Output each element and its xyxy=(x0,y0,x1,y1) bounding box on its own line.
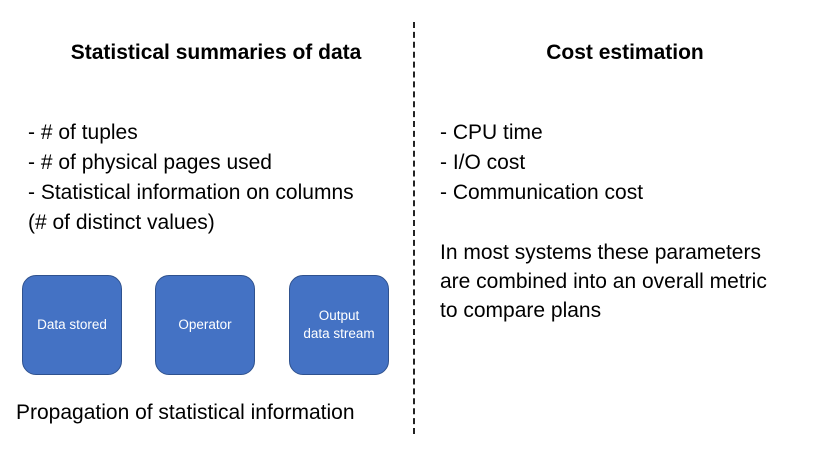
data-stored-box: Data stored xyxy=(22,275,122,375)
list-item: - # of tuples xyxy=(28,121,138,144)
paragraph-line: are combined into an overall metric xyxy=(440,270,767,293)
data-stored-label: Data stored xyxy=(37,317,107,332)
divider-line xyxy=(413,22,415,434)
output-data-stream-box: Output data stream xyxy=(289,275,389,375)
list-item: - CPU time xyxy=(440,121,543,144)
distinct-values-note: (# of distinct values) xyxy=(28,211,215,234)
operator-box: Operator xyxy=(155,275,255,375)
operator-label: Operator xyxy=(178,317,232,332)
output-data-stream-label: Output data stream xyxy=(303,307,374,343)
propagation-caption: Propagation of statistical information xyxy=(16,401,355,424)
cost-estimation-heading: Cost estimation xyxy=(546,41,704,64)
output-label-line2: data stream xyxy=(303,326,375,341)
paragraph-line: In most systems these parameters xyxy=(440,241,761,264)
list-item: - # of physical pages used xyxy=(28,151,272,174)
paragraph-line: to compare plans xyxy=(440,299,602,322)
statistical-summaries-list: - # of tuples - # of physical pages used… xyxy=(28,118,354,208)
output-label-line1: Output xyxy=(318,308,360,323)
list-item: - I/O cost xyxy=(440,151,526,174)
combined-metric-paragraph: In most systems these parameters are com… xyxy=(440,238,812,325)
list-item: - Statistical information on columns xyxy=(28,181,354,204)
list-item: - Communication cost xyxy=(440,181,644,204)
statistical-summaries-heading: Statistical summaries of data xyxy=(70,41,362,64)
cost-estimation-list: - CPU time - I/O cost - Communication co… xyxy=(440,118,643,208)
